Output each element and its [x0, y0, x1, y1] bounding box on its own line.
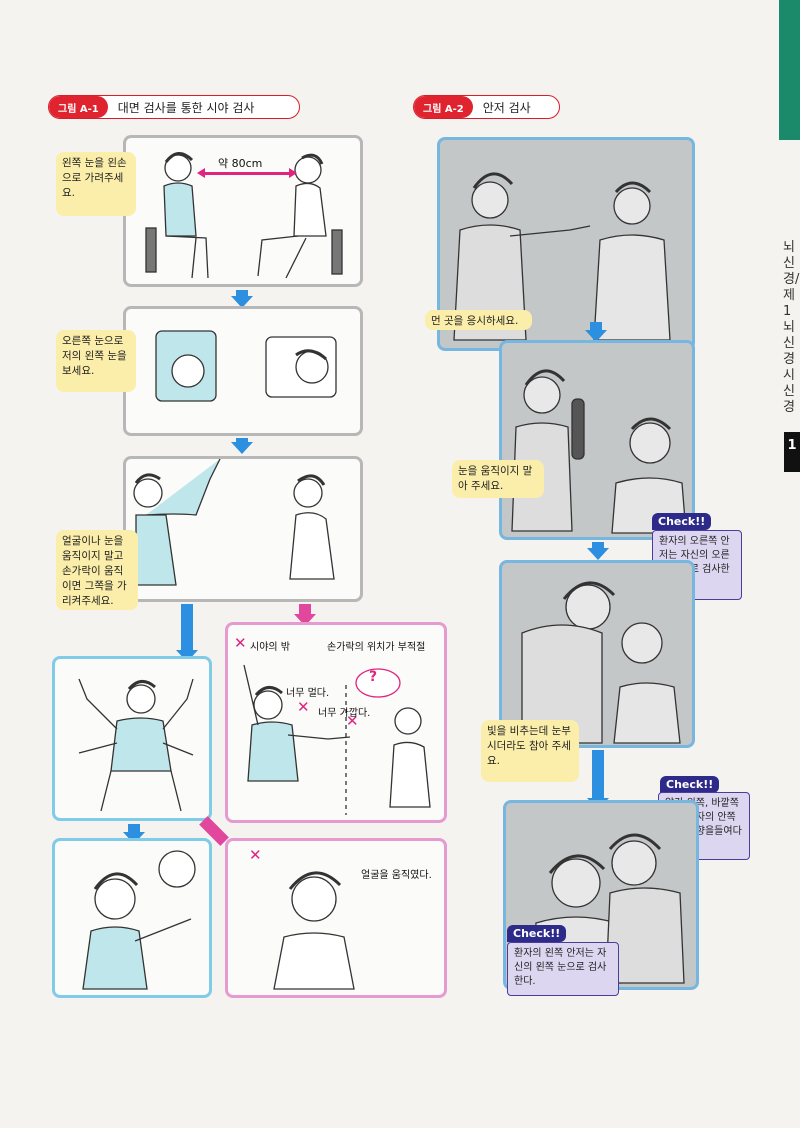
patient-moved-face-illustration [273, 871, 355, 990]
question-mark-icon: ? [369, 669, 378, 685]
label-too-close: 너무 가깝다. [318, 708, 371, 719]
a2-flow-arrow-1-head [585, 330, 607, 342]
a1-instruction-bubble-2: 오른쪽 눈으로 저의 왼쪽 눈을 보세요. [56, 330, 136, 392]
distance-arrow-right [289, 168, 297, 178]
top-view-illustration [155, 330, 337, 402]
figure-a2-title: 안저 검사 [482, 100, 531, 115]
finger-test-illustration [133, 459, 335, 586]
patient-pointing-illustration [82, 850, 196, 990]
a1-panel-finger-test [123, 456, 363, 602]
distance-arrow-left [197, 168, 205, 178]
correct-finger-positions-illustration [78, 678, 194, 812]
a1-panel-pointing [52, 838, 212, 998]
a1-flow-arrow-2-head [231, 442, 253, 454]
a2-flow-arrow-3-shaft [592, 750, 604, 798]
check-label-1: Check!! [652, 513, 712, 530]
a2-panel-examining-right [499, 560, 695, 748]
a1-panel-top-view [123, 306, 363, 436]
doctor-holding-ophthalmoscope-illustration [511, 369, 687, 534]
a1-flow-arrow-3-shaft [181, 604, 193, 650]
chapter-vertical-title: 뇌신경/제1뇌신경시신경 [783, 240, 800, 415]
figure-a2-tag: 그림 A-2 [414, 96, 473, 118]
a1-flow-arrow-4-shaft [128, 824, 140, 832]
a2-flow-arrow-2-head [587, 548, 609, 560]
a1-wrong-arrow-1-shaft [299, 604, 311, 614]
wrong-finger-positions-illustration [243, 664, 431, 815]
a1-panel-correct-positions [52, 656, 212, 821]
wrong-mark-icon: ✕ [234, 634, 247, 652]
label-wrong-finger-position: 손가락의 위치가 부적절 [327, 642, 426, 653]
check-label-3: Check!! [507, 925, 567, 942]
a2-instruction-bubble-3: 빛을 비추는데 눈부시더라도 참아 주세요. [481, 720, 579, 782]
a1-flow-arrow-1-shaft [236, 290, 248, 296]
distance-line [203, 172, 291, 175]
a1-panel-facing-seated [123, 135, 363, 287]
a1-flow-arrow-1-head [231, 296, 253, 308]
wrong-mark-icon: ✕ [297, 698, 310, 716]
chapter-number-tab: 1 [784, 432, 800, 472]
distance-label: 약 80cm [218, 157, 263, 170]
seated-face-to-face-illustration [145, 152, 343, 279]
check-label-2: Check!! [660, 776, 720, 793]
figure-a1-title: 대면 검사를 통한 시야 검사 [117, 100, 255, 115]
a2-flow-arrow-2-shaft [592, 542, 604, 548]
a2-instruction-bubble-1: 먼 곳을 응시하세요. [425, 310, 532, 330]
wrong-mark-icon: ✕ [346, 712, 359, 730]
check-note-left-eye: 환자의 왼쪽 안저는 자신의 왼쪽 눈으로 검사한다. [507, 942, 619, 996]
a1-flow-arrow-2-shaft [236, 438, 248, 442]
a2-panel-ophthalmoscope [499, 340, 695, 540]
chapter-color-tab [779, 0, 800, 140]
figure-a1-tag: 그림 A-1 [49, 96, 108, 118]
figure-a1-header: 그림 A-1 대면 검사를 통한 시야 검사 [48, 95, 300, 119]
a2-instruction-bubble-2: 눈을 움직이지 말아 주세요. [452, 460, 544, 498]
wrong-mark-icon: ✕ [249, 846, 262, 864]
a2-flow-arrow-1-shaft [590, 322, 602, 330]
label-moved-face: 얼굴을 움직였다. [361, 870, 432, 881]
a1-instruction-bubble-1: 왼쪽 눈을 왼손으로 가려주세요. [56, 152, 136, 216]
a1-instruction-bubble-3: 얼굴이나 눈을 움직이지 말고 손가락이 움직이면 그쪽을 가리켜주세요. [56, 530, 138, 610]
figure-a2-header: 그림 A-2 안저 검사 [413, 95, 560, 119]
label-too-far: 너무 멀다. [286, 688, 330, 699]
doctor-examining-right-eye-illustration [521, 581, 681, 744]
a1-panel-moved-face [225, 838, 447, 998]
a1-panel-wrong-positions [225, 622, 447, 823]
label-outside-visual-field: 시야의 밖 [250, 642, 290, 653]
